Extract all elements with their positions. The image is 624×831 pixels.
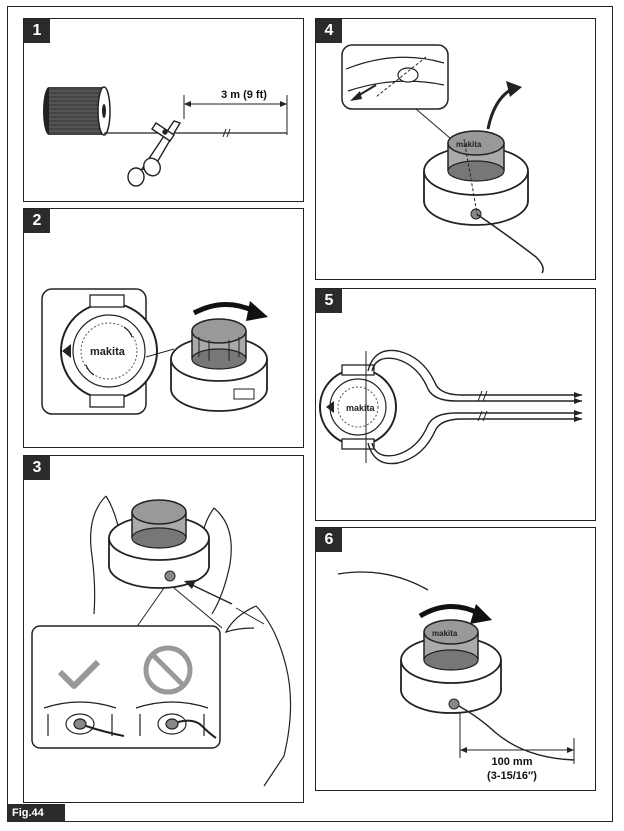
panel-3: 3 [23,455,304,803]
length-label: 3 m (9 ft) [221,89,267,101]
step-number: 5 [316,289,342,313]
step-number: 1 [24,19,50,43]
rotate-arrow-icon [418,603,492,624]
step-number: 4 [316,19,342,43]
magnifier-callout-icon: makita [41,288,158,415]
trimmer-head-icon [170,318,268,412]
svg-text:makita: makita [346,403,376,413]
panel-1: 1 [23,18,304,202]
trimmer-head-icon: makita [400,619,502,714]
panel-6: 6 makita [315,527,596,791]
check-mark-icon [57,659,101,689]
panel-4: 4 [315,18,596,280]
step-2-illustration: makita [41,288,268,415]
step-3-illustration [31,495,292,787]
svg-text:makita: makita [432,629,458,638]
step-number: 3 [24,456,50,480]
panel-5: 5 makita [315,288,596,521]
brand-logo: makita [90,346,126,358]
magnifier-callout-icon [341,44,449,110]
trimmer-head-icon: makita [423,130,529,226]
panel-2: 2 makita [23,208,304,448]
distance-label-mm: 100 mm [491,756,533,768]
trimmer-head-icon [108,499,210,589]
step-6-illustration: makita [337,571,575,764]
figure-frame [7,6,613,822]
spool-icon [43,86,111,136]
svg-text:makita: makita [456,140,482,149]
trimmer-head-icon: makita [319,364,397,450]
step-4-illustration: makita [341,44,544,274]
figure-label: Fig.44 [7,804,65,822]
rotate-arrow-icon [192,301,268,321]
prohibited-icon [143,645,193,695]
step-5-illustration: makita [319,349,582,465]
scissors-icon [127,120,182,187]
distance-label-inch: (3-15/16″) [487,770,537,782]
step-number: 6 [316,528,342,552]
step-number: 2 [24,209,50,233]
step-1-illustration [43,86,288,187]
